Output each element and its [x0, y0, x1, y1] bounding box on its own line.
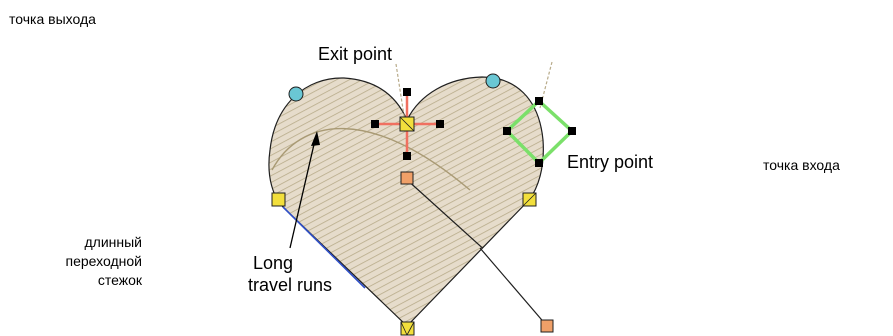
callout-long-travel-line-2: travel runs	[248, 275, 332, 295]
russian-label-entry-point: точка входа	[763, 157, 840, 173]
callout-entry-point: Entry point	[567, 152, 653, 172]
long-travel-leader-line	[289, 139, 316, 249]
callout-long-travel-line-1: Long	[253, 253, 293, 273]
russian-label-long-travel-line-2: переходной	[65, 253, 142, 269]
orange-handle-top[interactable]	[400, 171, 414, 185]
cyan-handle-left[interactable]	[288, 86, 304, 102]
exit-point-cross[interactable]	[371, 88, 444, 160]
orange-handle-bottom[interactable]	[540, 319, 554, 333]
callout-exit-point: Exit point	[318, 44, 392, 64]
stitch-angle-line-right	[539, 61, 553, 109]
russian-label-long-travel-line-1: длинный	[84, 234, 142, 250]
yellow-handle-bottom[interactable]	[400, 321, 415, 336]
entry-point-diamond[interactable]	[503, 97, 576, 167]
travel-run-arc	[271, 127, 471, 191]
russian-label-exit-point: точка выхода	[9, 11, 96, 27]
travel-run-extension	[479, 247, 548, 327]
russian-label-long-travel-line-3: стежок	[97, 272, 142, 288]
russian-label-long-travel: длинный переходной стежок	[2, 233, 142, 290]
yellow-handle-left[interactable]	[271, 192, 286, 207]
cyan-handle-right[interactable]	[485, 73, 501, 89]
long-travel-leader-arrowhead	[311, 131, 320, 146]
yellow-handle-right[interactable]	[522, 192, 537, 207]
